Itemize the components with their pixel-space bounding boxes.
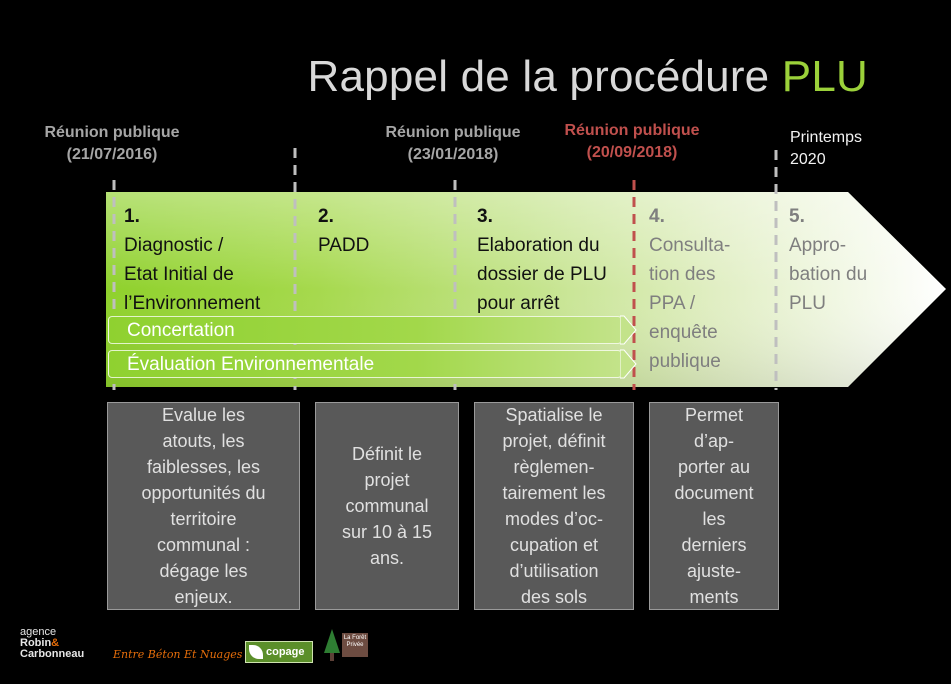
meeting-3-label: Réunion publique bbox=[564, 122, 700, 139]
step-3-number: 3. bbox=[477, 206, 493, 227]
description-line: document bbox=[674, 483, 754, 503]
description-line: d’ap- bbox=[693, 431, 735, 451]
step-5-number: 5. bbox=[789, 206, 805, 227]
description-box-1: Evalue les atouts, les faiblesses, les o… bbox=[107, 402, 300, 610]
meeting-1-label: Réunion publique bbox=[44, 124, 180, 141]
agence-logo-line: Robin& bbox=[20, 637, 60, 649]
step-3-line: pour arrêt bbox=[477, 293, 560, 314]
step-2: 2. PADD bbox=[318, 202, 448, 260]
step-4-number: 4. bbox=[649, 206, 665, 227]
description-line: Evalue les bbox=[161, 405, 246, 425]
agence-logo-line: Carbonneau bbox=[20, 648, 85, 660]
description-line: ans. bbox=[369, 548, 405, 568]
meeting-1-date: (21/07/2016) bbox=[66, 146, 158, 163]
description-line: communal : bbox=[156, 535, 251, 555]
agence-logo: agence Robin& Carbonneau bbox=[20, 627, 112, 660]
description-line: d’utilisation bbox=[509, 561, 599, 581]
description-line: faiblesses, les bbox=[146, 457, 261, 477]
copage-logo-text: copage bbox=[266, 646, 305, 658]
copage-logo: copage bbox=[245, 641, 313, 663]
meeting-4-label: Printemps bbox=[790, 129, 863, 146]
band-concertation-tip bbox=[620, 315, 637, 345]
description-line: dégage les bbox=[159, 561, 248, 581]
description-line: communal bbox=[345, 496, 429, 516]
step-5-line: Appro- bbox=[789, 235, 847, 256]
meeting-3: Réunion publique (20/09/2018) bbox=[542, 120, 722, 164]
step-2-line: PADD bbox=[318, 235, 370, 256]
description-line: opportunités du bbox=[141, 483, 266, 503]
description-line: des sols bbox=[520, 587, 588, 607]
description-box-3: Spatialise le projet, définit règlemen- … bbox=[474, 402, 634, 610]
meeting-4-date: 2020 bbox=[790, 151, 826, 168]
step-1-line: Diagnostic / bbox=[124, 235, 224, 256]
meeting-1: Réunion publique (21/07/2016) bbox=[22, 122, 202, 166]
agence-logo-line: agence bbox=[20, 626, 57, 638]
step-3-line: dossier de PLU bbox=[477, 264, 607, 285]
step-4-line: publique bbox=[649, 351, 721, 372]
step-3: 3. Elaboration du dossier de PLU pour ar… bbox=[477, 202, 627, 318]
band-evaluation: Évaluation Environnementale bbox=[108, 350, 622, 378]
description-box-2: Définit le projet communal sur 10 à 15 a… bbox=[315, 402, 459, 610]
description-line: Définit le bbox=[351, 444, 423, 464]
meeting-2: Réunion publique (23/01/2018) bbox=[363, 122, 543, 166]
meeting-3-date: (20/09/2018) bbox=[586, 144, 678, 161]
step-5-line: PLU bbox=[789, 293, 826, 314]
step-1-line: Etat Initial de bbox=[124, 264, 234, 285]
description-line: atouts, les bbox=[162, 431, 245, 451]
step-4-line: tion des bbox=[649, 264, 716, 285]
description-line: projet, définit bbox=[502, 431, 606, 451]
leaf-icon bbox=[249, 645, 263, 659]
description-line: territoire bbox=[170, 509, 237, 529]
description-line: enjeux. bbox=[174, 587, 233, 607]
step-1-line: l’Environnement bbox=[124, 293, 261, 314]
step-3-line: Elaboration du bbox=[477, 235, 600, 256]
step-4-line: PPA / bbox=[649, 293, 696, 314]
description-line: porter au bbox=[677, 457, 751, 477]
description-line: derniers bbox=[681, 535, 747, 555]
description-line: règlemen- bbox=[513, 457, 595, 477]
step-2-number: 2. bbox=[318, 206, 334, 227]
step-4-line: Consulta- bbox=[649, 235, 731, 256]
description-box-4: Permet d’ap- porter au document les dern… bbox=[649, 402, 779, 610]
tree-icon bbox=[324, 629, 368, 661]
step-1: 1. Diagnostic / Etat Initial de l’Enviro… bbox=[124, 202, 294, 318]
description-line: ments bbox=[689, 587, 739, 607]
foret-privee-text: La Forêt Privée bbox=[343, 635, 367, 648]
description-line: Spatialise le bbox=[505, 405, 603, 425]
step-4: 4. Consulta- tion des PPA / enquête publ… bbox=[649, 202, 769, 376]
description-line: tairement les bbox=[502, 483, 606, 503]
description-line: sur 10 à 15 bbox=[341, 522, 433, 542]
description-line: projet bbox=[364, 470, 410, 490]
meeting-2-date: (23/01/2018) bbox=[407, 146, 499, 163]
step-4-line: enquête bbox=[649, 322, 718, 343]
step-5-line: bation du bbox=[789, 264, 868, 285]
entre-beton-logo: Entre Béton Et Nuages bbox=[113, 648, 243, 661]
description-line: ajuste- bbox=[686, 561, 742, 581]
band-concertation: Concertation bbox=[108, 316, 622, 344]
description-line: les bbox=[702, 509, 726, 529]
band-evaluation-tip bbox=[620, 349, 637, 379]
description-line: Permet bbox=[684, 405, 744, 425]
step-5: 5. Appro- bation du PLU bbox=[789, 202, 899, 318]
foret-privee-logo: La Forêt Privée bbox=[322, 627, 370, 663]
meeting-4: Printemps 2020 bbox=[790, 127, 910, 171]
description-line: cupation et bbox=[509, 535, 599, 555]
meeting-2-label: Réunion publique bbox=[385, 124, 521, 141]
description-line: modes d’oc- bbox=[504, 509, 604, 529]
step-1-number: 1. bbox=[124, 206, 140, 227]
page-title: Rappel de la procédure PLU bbox=[307, 52, 868, 101]
